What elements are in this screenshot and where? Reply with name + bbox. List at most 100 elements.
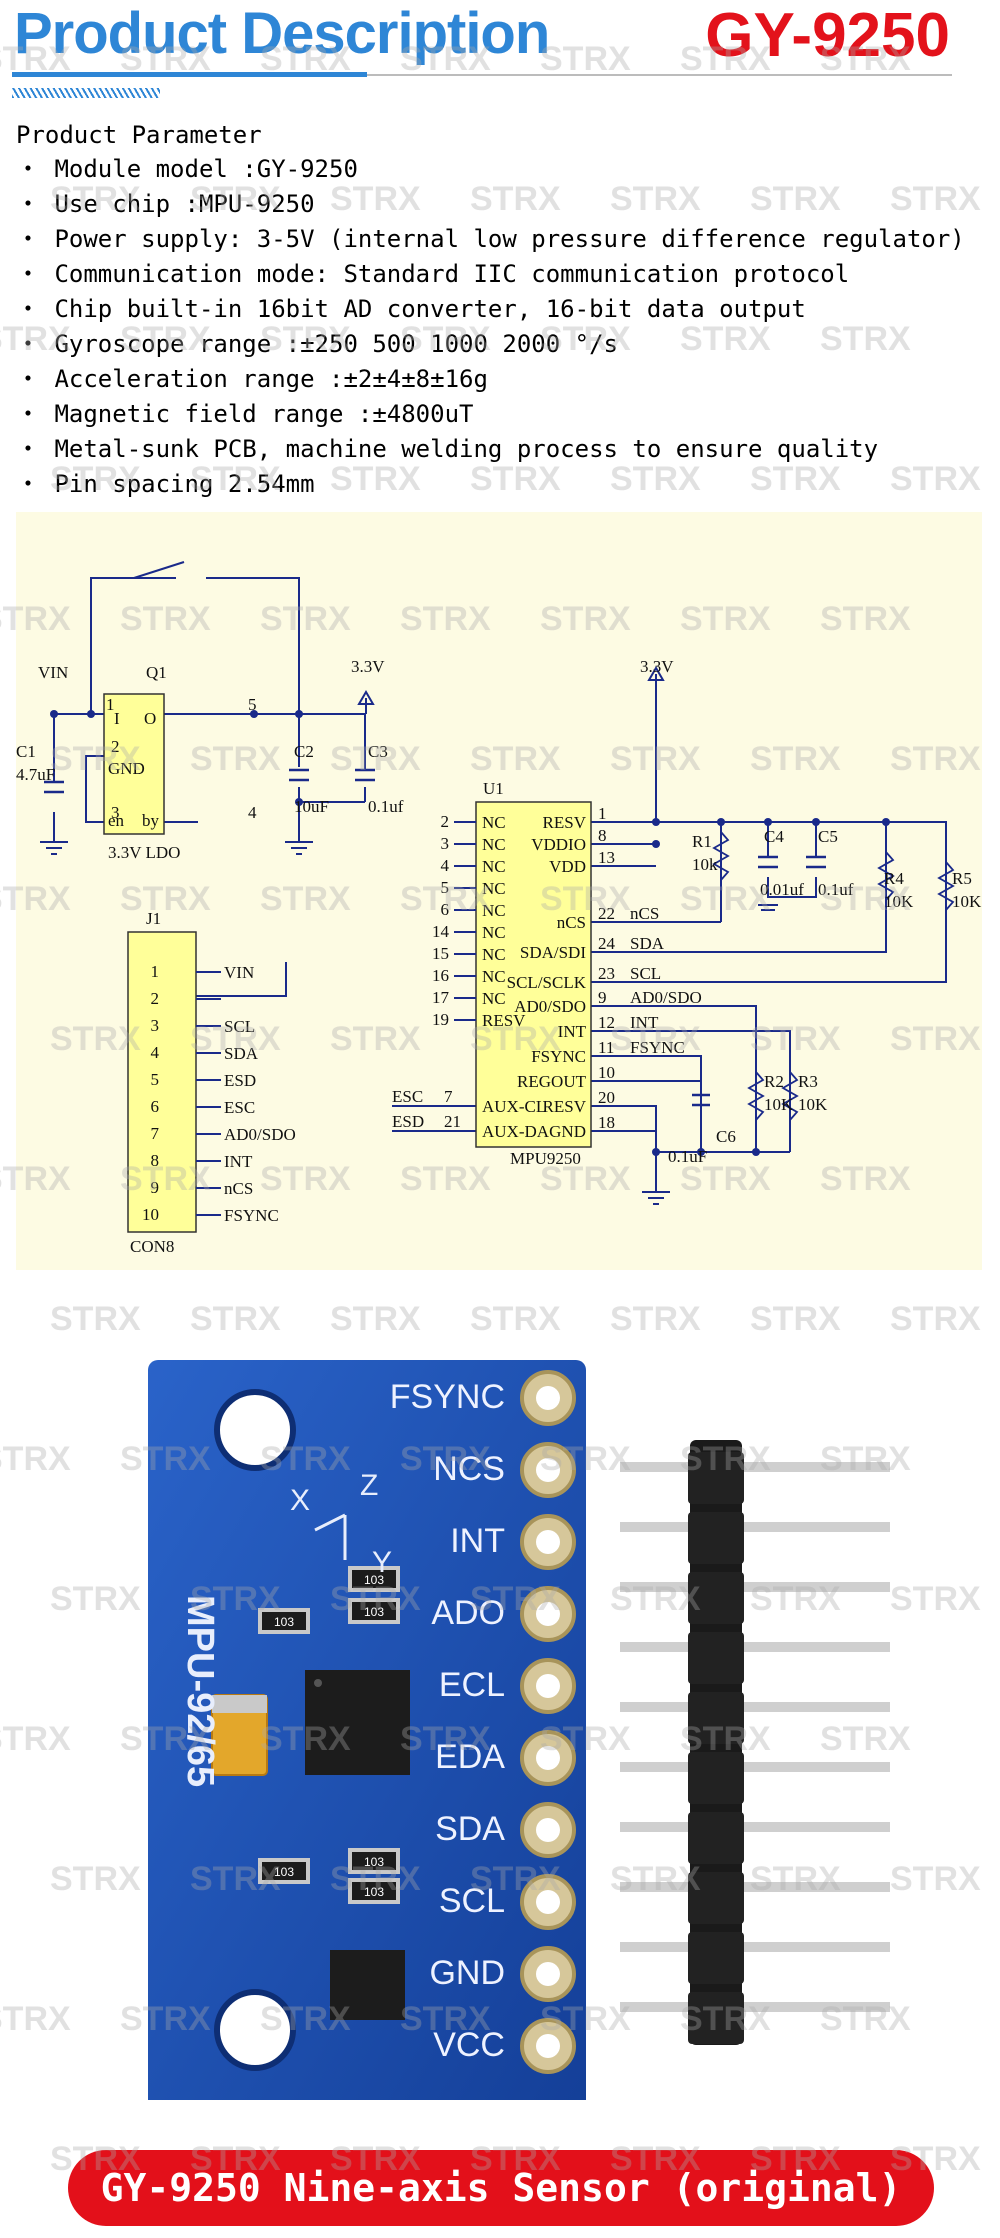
u1-pin-number: 17 (432, 988, 450, 1007)
j1-name: CON8 (130, 1237, 174, 1256)
ldo-pin-en: en (108, 811, 125, 830)
header-pin (620, 1762, 890, 1772)
u1-pin-name: RESV (543, 1097, 587, 1116)
header-pin (620, 1522, 890, 1532)
ldo-pin-o: O (144, 709, 156, 728)
mounting-hole-bottom (214, 1989, 296, 2071)
u1-pin-name: RESV (482, 1011, 526, 1030)
u1-pin-number: 1 (598, 804, 607, 823)
vin-label: VIN (38, 663, 68, 682)
board-pin-label: SDA (435, 1810, 505, 1848)
parameter-text: Power supply: 3-5V (internal low pressur… (54, 225, 965, 253)
c5-value: 0.1uf (818, 880, 854, 899)
u1-pin-number: 6 (441, 900, 450, 919)
r5-value: 10K (952, 892, 982, 911)
parameter-item: ・ Gyroscope range :±250 500 1000 2000 °/… (16, 327, 986, 362)
j1-pin-number: 4 (151, 1043, 160, 1062)
c6-label: C6 (716, 1127, 736, 1146)
header-spacer (688, 1632, 744, 1684)
j1-pin-name: SCL (224, 1017, 255, 1036)
u1-pin-name: nCS (557, 913, 586, 932)
board-pin-label: EDA (435, 1738, 505, 1776)
bullet: ・ (16, 225, 55, 253)
header-pin (620, 1702, 890, 1712)
u1-pin-number: 21 (444, 1112, 461, 1131)
v33-label-2: 3.3V (640, 657, 674, 676)
smd-resistor (348, 1566, 400, 1592)
r3-label: R3 (798, 1072, 818, 1091)
header-pin (620, 1582, 890, 1592)
u1-aux-net: ESC (392, 1087, 423, 1106)
u1-pin-name: NC (482, 835, 506, 854)
board-pin-label: ADO (431, 1594, 505, 1632)
header-pin (620, 1882, 890, 1892)
smd-label: 103 (364, 1885, 384, 1899)
banner-text: GY-9250 Nine-axis Sensor (original) (100, 2166, 902, 2210)
u1-pin-name: AUX-DA (482, 1122, 550, 1141)
j1-pin-number: 8 (151, 1151, 160, 1170)
bullet: ・ (16, 260, 55, 288)
c2-value: 10uF (294, 797, 329, 816)
header-spacer (688, 1812, 744, 1864)
r1-label: R1 (692, 832, 712, 851)
smd-label: 103 (364, 1605, 384, 1619)
parameter-item: ・ Magnetic field range :±4800uT (16, 397, 986, 432)
ldo-n1: 1 (106, 695, 115, 714)
board-pin-label: SCL (439, 1882, 505, 1920)
u1-pin-name: NC (482, 879, 506, 898)
parameter-item: ・ Use chip :MPU-9250 (16, 187, 986, 222)
parameter-text: Communication mode: Standard IIC communi… (54, 260, 850, 288)
u1-pin-number: 23 (598, 964, 615, 983)
chip-silkscreen-label: MPU-92/65 (179, 1595, 221, 1787)
u1-pin-number: 15 (432, 944, 449, 963)
axis-y-label: Y (372, 1546, 392, 1579)
smd-resistor (348, 1598, 400, 1624)
u1-pin-name: NC (482, 967, 506, 986)
board-pin-hole (536, 1962, 560, 1986)
u1-pin-number: 24 (598, 934, 616, 953)
ldo-label: 3.3V LDO (108, 843, 180, 862)
board-pin-label: NCS (433, 1450, 505, 1488)
u1-pin-name: NC (482, 989, 506, 1008)
board-pin-hole (536, 1530, 560, 1554)
r4-value: 10K (884, 892, 914, 911)
u1-pin-number: 10 (598, 1063, 615, 1082)
board-pin-hole (536, 1458, 560, 1482)
u1-pin-number: 16 (432, 966, 449, 985)
parameter-text: Gyroscope range :±250 500 1000 2000 °/s (54, 330, 618, 358)
c1-label: C1 (16, 742, 36, 761)
j1-pin-name: FSYNC (224, 1206, 279, 1225)
axis-x-label: X (290, 1484, 310, 1517)
product-banner: GY-9250 Nine-axis Sensor (original) (68, 2150, 934, 2226)
smd-label: 103 (364, 1573, 384, 1587)
j1-label: J1 (146, 909, 161, 928)
header-spacer (688, 1752, 744, 1804)
page-header: Product Description GY-9250 (0, 0, 1000, 110)
c1-value: 4.7uF (16, 765, 55, 784)
header-spacer (688, 1692, 744, 1744)
u1-pin-number: 4 (441, 856, 450, 875)
j1-pin-name: VIN (224, 963, 254, 982)
u1-net-label: INT (630, 1013, 659, 1032)
bullet: ・ (16, 330, 55, 358)
smd-resistor (258, 1608, 310, 1634)
parameter-text: Module model :GY-9250 (54, 155, 358, 183)
circuit-schematic: VIN Q1 I O GND en by 3.3V LDO 1 2 3 4 5 … (16, 512, 982, 1270)
u1-pin-number: 8 (598, 826, 607, 845)
u1-pin-name: REGOUT (517, 1072, 587, 1091)
parameter-item: ・ Acceleration range :±2±4±8±16g (16, 362, 986, 397)
model-title: GY-9250 (705, 1, 950, 70)
c2-label: C2 (294, 742, 314, 761)
parameter-heading: Product Parameter (16, 121, 262, 149)
header-pin (620, 1822, 890, 1832)
axis-z-label: Z (360, 1469, 378, 1502)
parameter-text: Acceleration range :±2±4±8±16g (54, 365, 488, 393)
header-pin (620, 1642, 890, 1652)
j1-pin-number: 7 (151, 1124, 160, 1143)
bullet: ・ (16, 435, 55, 463)
smd-label: 103 (274, 1615, 294, 1629)
u1-pin-name: AUX-CL (482, 1097, 546, 1116)
smd-label: 103 (274, 1865, 294, 1879)
u1-pin-name: INT (558, 1022, 587, 1041)
